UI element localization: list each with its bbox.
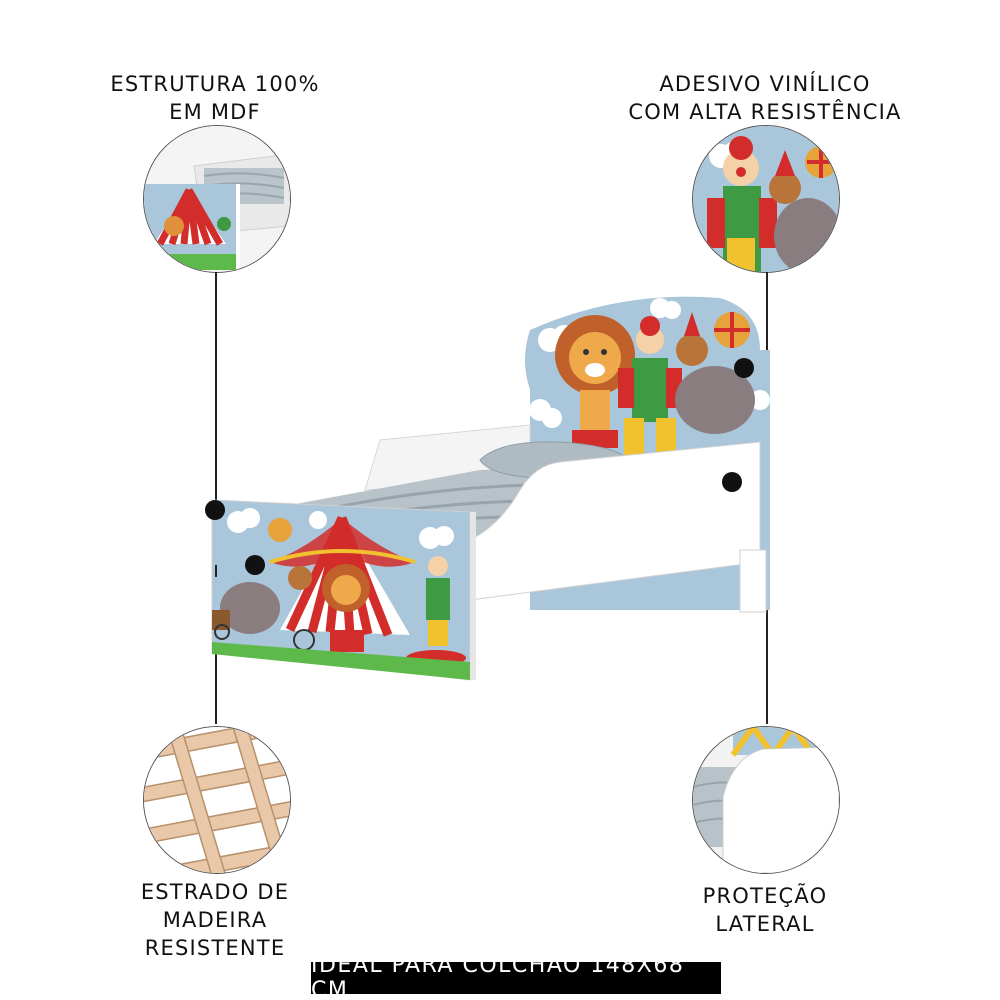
- feature-label-structure: ESTRUTURA 100% EM MDF: [110, 72, 320, 124]
- feature-label-side-guard: PROTEÇÃO LATERAL: [702, 884, 828, 936]
- feature-label-vinyl: ADESIVO VINÍLICO COM ALTA RESISTÊNCIA: [628, 72, 902, 124]
- leader-line-vinyl: [766, 272, 768, 368]
- mattress-size-banner: IDEAL PARA COLCHÃO 148X68 CM: [311, 953, 721, 1000]
- vinyl-sticker-closeup: [692, 125, 840, 273]
- circus-bed-product: [211, 296, 770, 681]
- leader-line-structure: [215, 272, 217, 508]
- callout-dot-structure: [205, 500, 225, 520]
- mdf-structure-closeup: [143, 125, 291, 273]
- callout-dot-slats: [245, 555, 265, 575]
- side-guard-closeup: [692, 726, 840, 874]
- wood-slats-closeup: [143, 726, 291, 874]
- callout-dot-side-guard: [722, 472, 742, 492]
- callout-dot-vinyl: [734, 358, 754, 378]
- feature-label-slats: ESTRADO DE MADEIRA RESISTENTE: [140, 880, 290, 960]
- leader-line-slats-link: [215, 565, 217, 577]
